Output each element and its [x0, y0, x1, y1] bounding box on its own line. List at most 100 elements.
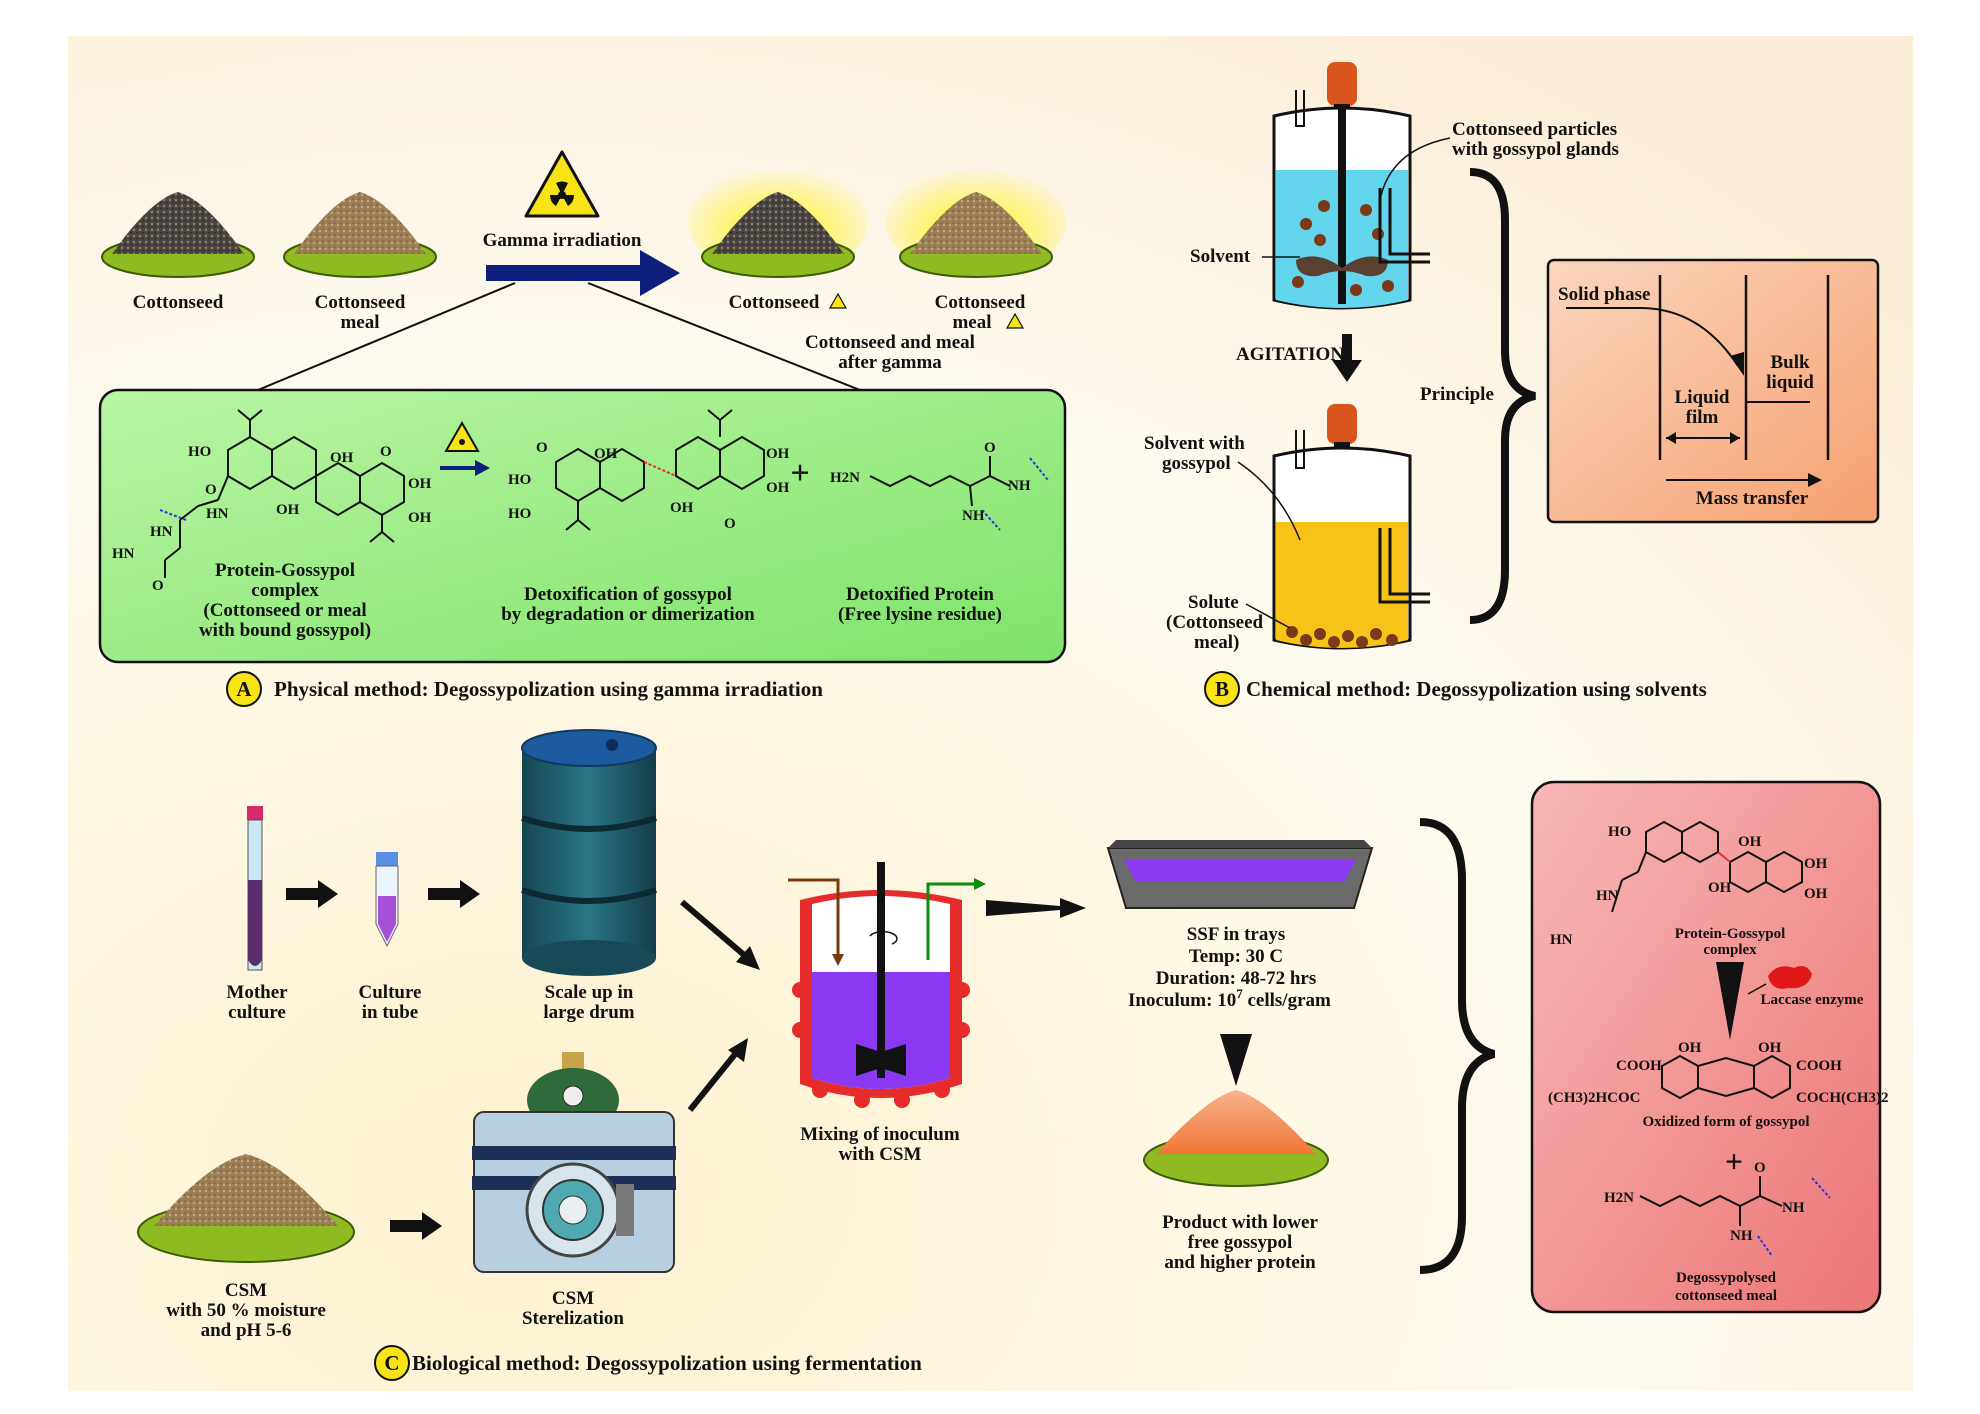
connector-line: [587, 282, 861, 391]
protein-gossypol-structure: HO OH OH OH OH HN HN: [1550, 820, 1828, 948]
ster-line-2: Sterelization: [522, 1308, 624, 1329]
culture-line-2: in tube: [362, 1002, 419, 1023]
label-solid-phase: Solid phase: [1558, 284, 1650, 305]
chem-oh: OH: [1738, 834, 1762, 850]
product-line-1: Product with lower: [1162, 1212, 1318, 1233]
detox-line-1: Detoxification of gossypol: [524, 584, 732, 605]
csm-line-2: with 50 % moisture: [166, 1300, 326, 1321]
label-cottonseed: Cottonseed: [133, 292, 224, 313]
label-laccase: Laccase enzyme: [1761, 992, 1864, 1008]
product-line-3: and higher protein: [1164, 1252, 1316, 1273]
chem-oh: OH: [276, 502, 300, 518]
protein-gossypol-structure: HO OH OH OH OH O O HN HN HN O: [112, 409, 432, 594]
chem-o: O: [984, 440, 996, 456]
reaction-box: [98, 388, 1067, 664]
label-meal-2: meal: [340, 312, 379, 333]
oxidized-sub-right: COCH(CH3)2: [1796, 1090, 1889, 1106]
plus-sign: +: [790, 455, 809, 492]
label-ssf: SSF in trays: [1187, 924, 1286, 945]
chem-oh: OH: [1708, 880, 1732, 896]
enzyme-box: [1530, 780, 1882, 1314]
label-solvent: Solvent: [1190, 246, 1251, 267]
detox-line-2: by degradation or dimerization: [501, 604, 755, 625]
down-arrow-icon: [1716, 962, 1744, 1040]
chem-o: O: [380, 444, 392, 460]
label-gamma: Gamma irradiation: [483, 230, 642, 251]
principle-box: [1546, 258, 1880, 524]
chem-hn: HN: [112, 546, 135, 562]
right-arrow-icon: [428, 880, 480, 908]
protein-line-2: (Free lysine residue): [838, 604, 1002, 625]
mother-line-2: culture: [228, 1002, 286, 1023]
chem-o: O: [1754, 1160, 1766, 1176]
bulk-line-2: liquid: [1766, 372, 1814, 393]
label-mass-transfer: Mass transfer: [1696, 488, 1809, 509]
complex-line-1: Protein-Gossypol: [215, 560, 355, 581]
mixing-line-1: Mixing of inoculum: [800, 1124, 960, 1145]
chem-h2n: H2N: [830, 470, 860, 486]
particles-line-2: with gossypol glands: [1452, 139, 1619, 160]
fermenter-icon: [788, 862, 986, 1108]
chem-nh: NH: [1008, 478, 1031, 494]
protein-line-1: Detoxified Protein: [846, 584, 994, 605]
label-agitation: AGITATION: [1236, 344, 1344, 365]
chem-h2n: H2N: [1604, 1190, 1634, 1206]
down-arrow-icon: [1332, 334, 1362, 382]
chem-oh: OH: [330, 450, 354, 466]
label-principle: Principle: [1420, 384, 1494, 405]
caption-b: Chemical method: Degossypolization using…: [1246, 677, 1707, 701]
label-duration: Duration: 48-72 hrs: [1156, 968, 1316, 989]
right-arrow-icon: [390, 1212, 442, 1240]
chem-hn: HN: [206, 506, 229, 522]
label-after-gamma-1: Cottonseed and meal: [805, 332, 975, 353]
solvent-with-line-1: Solvent with: [1144, 433, 1245, 454]
solvent-with-line-2: gossypol: [1162, 453, 1231, 474]
inoculum-exponent: 7: [1236, 986, 1243, 1001]
badge-b-label: B: [1215, 677, 1229, 701]
culture-line-1: Culture: [359, 982, 422, 1003]
chem-oh: OH: [1804, 856, 1828, 872]
degraded-gossypol-structure: O OH HO HO OH OH OH O: [508, 409, 790, 532]
chem-hn: HN: [1596, 888, 1619, 904]
scale-line-2: large drum: [543, 1002, 634, 1023]
chem-oh: OH: [1804, 886, 1828, 902]
particles-line-1: Cottonseed particles: [1452, 119, 1617, 140]
chem-oh: OH: [670, 500, 694, 516]
badge-c-label: C: [384, 1351, 399, 1375]
badge-a-label: A: [236, 677, 252, 701]
small-radiation-icon: [828, 292, 848, 309]
chem-o: O: [152, 578, 164, 594]
panel-c: Mother culture Culture in tube Scale up …: [137, 729, 1889, 1381]
label-inoculum: Inoculum: 107 cells/gram: [1128, 986, 1331, 1011]
oxidized-oh-right: OH: [1758, 1040, 1782, 1056]
pink-complex-line-2: complex: [1703, 942, 1757, 958]
enzyme-blob-icon: [1768, 966, 1812, 989]
chem-ho: HO: [188, 444, 211, 460]
label-after-meal-2: meal: [952, 312, 991, 333]
chem-o: O: [724, 516, 736, 532]
bulk-line-1: Bulk: [1770, 352, 1810, 373]
chem-oh: OH: [766, 480, 790, 496]
chem-nh: NH: [1782, 1200, 1805, 1216]
badge-a: [226, 671, 262, 707]
chem-nh: NH: [1730, 1228, 1753, 1244]
panel-a: Cottonseed Cottonseed meal Gamma irradia…: [98, 150, 1067, 707]
liquid-line-2: film: [1686, 407, 1719, 428]
meal-pile-icon: [283, 192, 437, 278]
chem-oh: OH: [766, 446, 790, 462]
oxidized-oh-left: OH: [1678, 1040, 1702, 1056]
caption-c: Biological method: Degossypolization usi…: [412, 1351, 922, 1375]
csm-pile-icon: [137, 1154, 355, 1263]
down-arrow-icon: [1220, 1034, 1252, 1086]
reactor-icon: [1272, 404, 1430, 650]
complex-line-3: (Cottonseed or meal: [203, 600, 366, 621]
oxidized-cooh-left: COOH: [1616, 1058, 1662, 1074]
chem-hn: HN: [1550, 932, 1573, 948]
label-temp: Temp: 30 C: [1189, 946, 1283, 967]
complex-line-4: with bound gossypol): [199, 620, 371, 641]
oxidized-gossypol-structure: [1661, 1054, 1791, 1100]
solute-line-1: Solute: [1188, 592, 1239, 613]
curly-brace: [1419, 818, 1496, 1274]
lysine-structure: H2N O NH NH: [830, 440, 1049, 531]
